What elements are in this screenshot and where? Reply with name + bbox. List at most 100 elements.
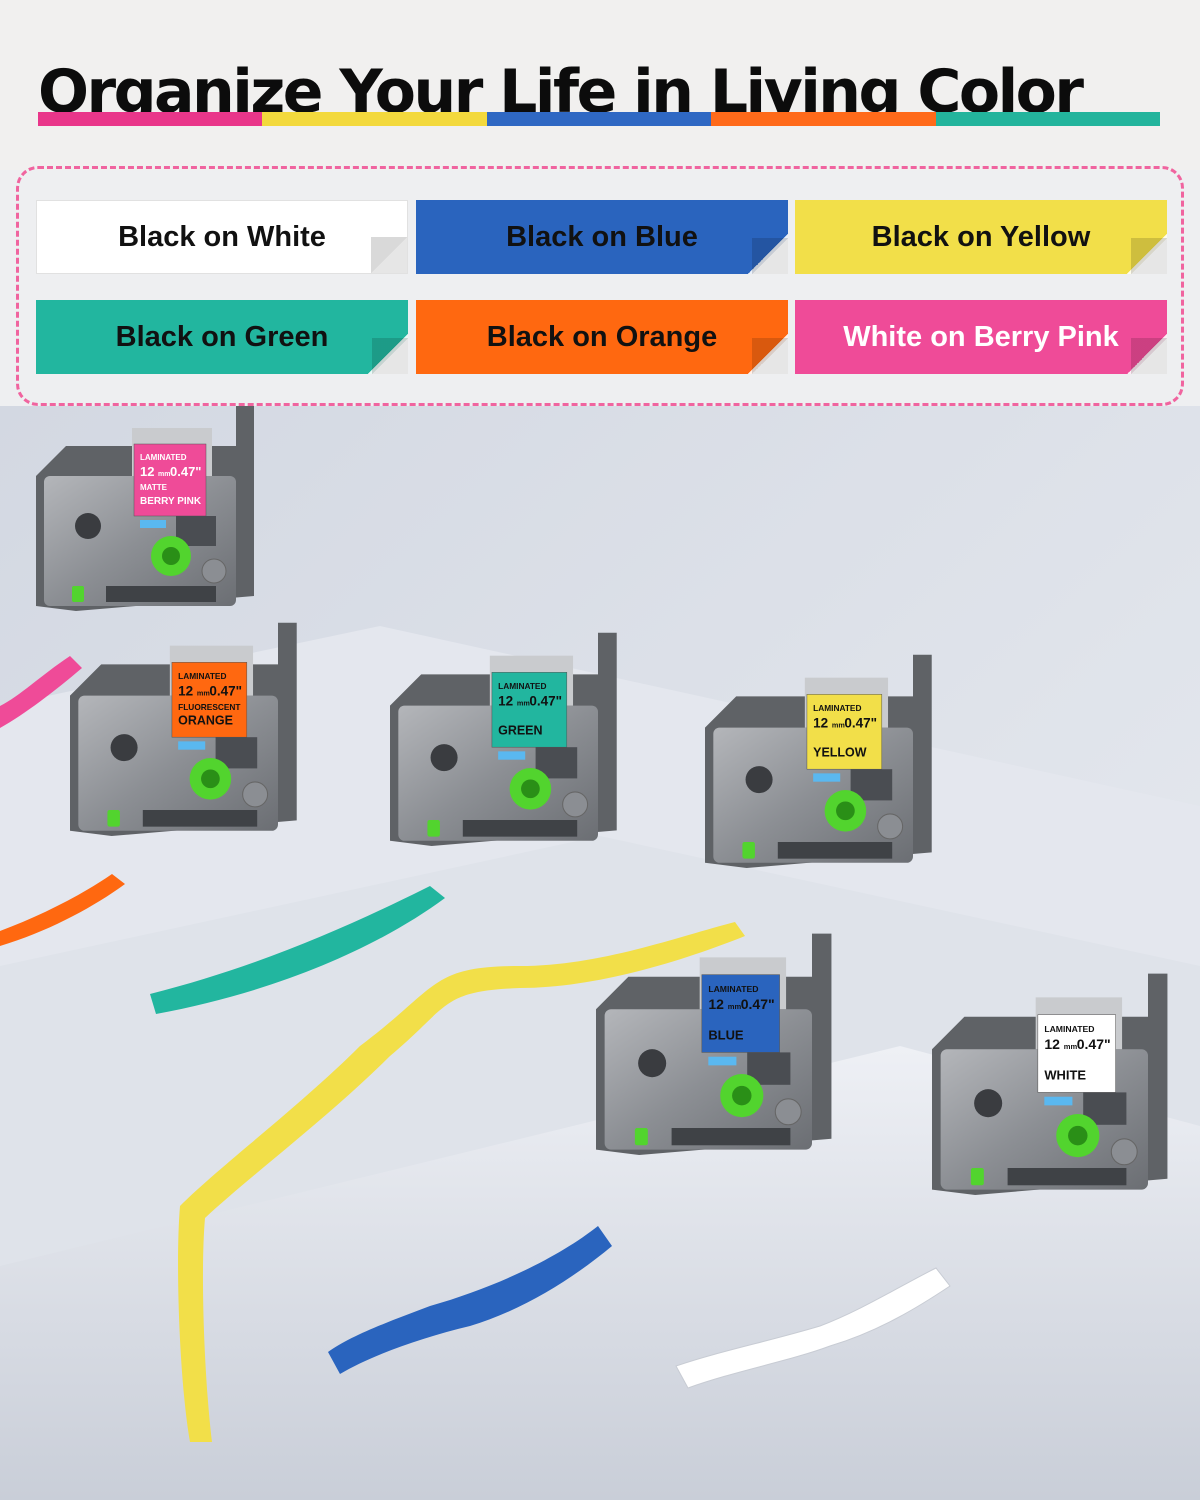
cartridge-label-top: LAMINATED [1044,1024,1094,1034]
cartridge-label-line1: FLUORESCENT [178,702,240,712]
cartridge-label-line2: GREEN [498,724,542,738]
cartridge-label-size: 12 [178,684,193,699]
cartridge-hole [974,1089,1003,1118]
cartridge-gear [562,791,589,818]
swatch-black-on-orange: Black on Orange [416,300,788,374]
cartridge-spool-hub [836,801,855,821]
swatch-label: Black on White [118,220,326,253]
cartridge-spool-hub [201,769,220,789]
cartridge-hole [638,1049,667,1078]
cartridge-label-panel [1037,1014,1116,1093]
swatch-black-on-green: Black on Green [36,300,408,374]
tape-pink [0,656,82,728]
swatch-label: Black on Blue [506,220,698,253]
cartridge-label-line2: WHITE [1044,1067,1086,1082]
cartridge-spool-hub [732,1085,752,1106]
cartridge-gear [877,813,904,840]
cartridge-label-panel [701,974,780,1053]
cartridge-slot [142,810,258,827]
cartridge-label-unit: mm [517,699,530,708]
swatch-white-on-berry-pink: White on Berry Pink [795,300,1167,374]
cartridge-label-unit: mm [158,471,170,478]
cartridge-spool-hub [1068,1125,1088,1146]
cartridge-label-unit: mm [1064,1042,1078,1051]
swatch-black-on-yellow: Black on Yellow [795,200,1167,274]
underline-segment [262,112,487,126]
underline-segment [711,112,936,126]
cartridge-clip [634,1128,648,1146]
swatch-label: Black on Green [115,320,329,353]
bottom-step [0,1046,1200,1500]
page-curl-icon [748,234,788,274]
cartridge-label-size: 12 [1044,1036,1060,1052]
page-curl-icon [1127,334,1167,374]
cartridge-hole [75,513,101,539]
cartridge-label-inch: 0.47" [170,464,201,479]
cartridge-label-unit: mm [197,689,210,698]
cartridge-label-top: LAMINATED [178,671,226,681]
cartridge-gear [774,1098,802,1126]
cartridge-label-panel [491,672,568,748]
cartridge-label-inch: 0.47" [741,996,775,1012]
cartridge-label-line2: BLUE [708,1027,744,1042]
cartridge-gear [242,781,269,808]
cartridge-label-line2: YELLOW [813,746,867,760]
underline-segment [486,112,712,126]
cartridge-slot [1007,1168,1127,1186]
cartridge-blue-tab [813,773,841,782]
cartridge-label-line2: ORANGE [178,714,233,728]
cartridge-label-size: 12 [498,694,513,709]
cartridge-label-line1: MATTE [140,483,168,492]
cartridge-blue-tab [1044,1096,1073,1106]
underline-segment [38,112,263,126]
cartridge-slot [106,586,216,602]
cartridge-blue-tab [178,741,206,750]
header-band: Organize Your Life in Living Color [0,0,1200,170]
cartridge-clip [970,1168,984,1186]
cartridge-blue-tab [140,520,166,528]
cartridge-hole [110,734,138,762]
cartridge-clip [72,586,84,602]
swatch-label: Black on Orange [486,320,718,353]
cartridge-label-inch: 0.47" [844,716,877,731]
cartridge-label-line2: BERRY PINK [140,496,202,507]
page-curl-icon [367,233,407,273]
cartridge-label-panel [133,443,207,517]
cartridge-clip [107,810,120,827]
cartridge-label-panel [171,662,248,738]
cartridge-slot [671,1128,791,1146]
swatch-black-on-blue: Black on Blue [416,200,788,274]
color-underline [38,112,1161,126]
page-curl-icon [748,334,788,374]
cartridge-spool-hub [162,547,180,565]
color-legend: Black on White Black on Blue Black on Ye… [16,166,1184,406]
cartridge-blue-tab [708,1056,737,1066]
cartridge-label-top: LAMINATED [708,984,758,994]
swatch-label: White on Berry Pink [843,320,1119,353]
cartridge-label-panel [806,694,883,770]
tape-orange [0,874,125,946]
cartridge-hole [430,744,458,772]
cartridge-slot [777,842,893,859]
tape-white [675,1267,951,1389]
cartridge-gear [1110,1138,1138,1166]
tape-green [150,886,445,1014]
cartridge-clip [742,842,755,859]
cartridge-label-top: LAMINATED [813,703,861,713]
cartridge-gear [201,558,227,584]
cartridge-label-size: 12 [140,464,154,479]
